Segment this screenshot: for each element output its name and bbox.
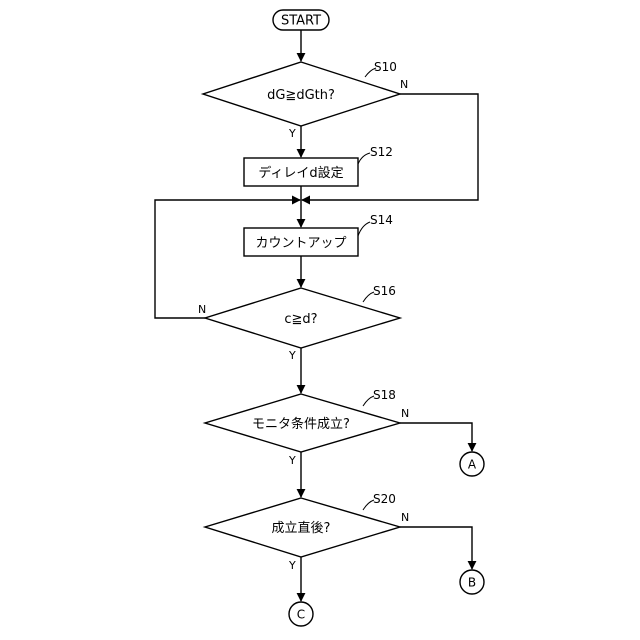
step-s12-leader <box>358 153 370 164</box>
connector-b: B <box>460 570 484 594</box>
process-s14-text: カウントアップ <box>255 236 346 251</box>
connector-c-label: C <box>297 608 305 622</box>
step-s18-label: S18 <box>373 388 396 402</box>
connector-a-label: A <box>468 458 477 472</box>
process-s12-text: ディレイd設定 <box>258 165 343 181</box>
s18-yes-label: Y <box>288 454 296 467</box>
decision-s20-text: 成立直後? <box>272 521 331 536</box>
step-s20-label: S20 <box>373 492 396 506</box>
start-label: START <box>281 14 321 29</box>
edge-s18-no-a <box>400 423 472 451</box>
decision-s10: dG≧dGth? S10 <box>203 60 400 126</box>
s10-no-label: N <box>400 78 408 91</box>
connector-b-label: B <box>468 576 476 590</box>
step-s14-label: S14 <box>370 213 393 227</box>
decision-s18-text: モニタ条件成立? <box>252 416 350 432</box>
edge-s20-no-b <box>400 527 472 569</box>
decision-s10-text: dG≧dGth? <box>267 88 335 103</box>
connector-a: A <box>460 452 484 476</box>
decision-s16: c≧d? S16 <box>205 284 400 348</box>
step-s16-label: S16 <box>373 284 396 298</box>
process-s14: カウントアップ S14 <box>244 213 393 256</box>
step-s12-label: S12 <box>370 145 393 159</box>
decision-s20: 成立直後? S20 <box>205 492 400 557</box>
step-s14-leader <box>358 222 370 236</box>
s20-yes-label: Y <box>288 559 296 572</box>
step-s10-label: S10 <box>374 60 397 74</box>
s18-no-label: N <box>401 407 409 420</box>
s10-yes-label: Y <box>288 127 296 140</box>
process-s12: ディレイd設定 S12 <box>244 145 393 186</box>
decision-s16-text: c≧d? <box>284 312 317 327</box>
s16-yes-label: Y <box>288 349 296 362</box>
s16-no-label: N <box>198 303 206 316</box>
s20-no-label: N <box>401 511 409 524</box>
start-terminal: START <box>273 10 329 30</box>
connector-c: C <box>289 602 313 626</box>
decision-s18: モニタ条件成立? S18 <box>205 388 400 452</box>
